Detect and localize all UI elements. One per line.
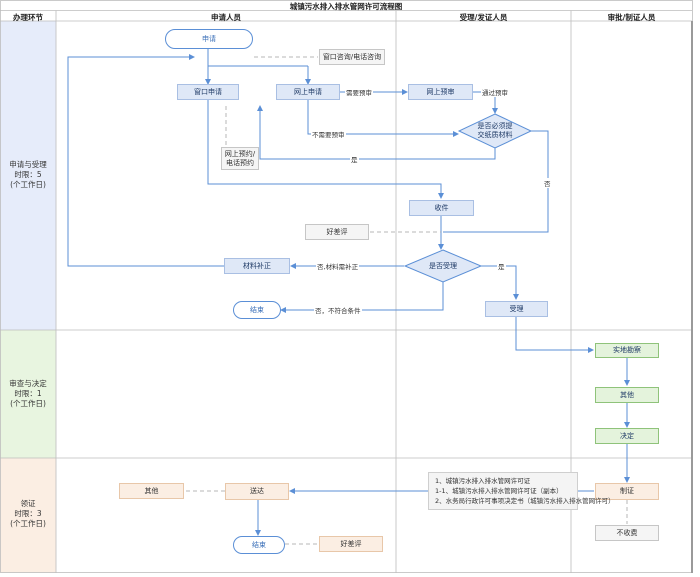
edge-label-not-qualified: 否，不符合条件 [314,305,362,315]
stage-review-decide: 审查与决定 时限：1 (个工作日) [9,379,47,409]
stage-apply-accept: 申请与受理 时限：5 (个工作日) [9,160,47,190]
header-applicant: 申请人员 [211,13,241,22]
node-good-review-1: 好差评 [305,224,369,240]
header-process-stage: 办理环节 [13,13,43,22]
node-accept-check: 是否受理 [429,261,457,270]
dashed-connectors [185,56,628,545]
diagram-title: 城镇污水排入排水管网许可流程图 [289,2,403,11]
connectors [67,49,630,536]
edge-label-no-1: 否 [543,178,552,188]
edge-label-pass-prereview: 通过预审 [481,87,509,97]
node-consult: 窗口咨询/电话咨询 [319,49,385,65]
node-decision: 决定 [595,428,659,444]
node-online-apply: 网上申请 [276,84,340,100]
node-end-1: 结束 [233,301,281,319]
node-good-review-2: 好差评 [319,536,383,552]
node-other-1: 其他 [595,387,659,403]
edge-label-yes-1: 是 [350,154,359,164]
node-no-fee: 不收费 [595,525,659,541]
node-make-certificate: 制证 [595,483,659,500]
node-submit-check: 是否必须提 交纸质材料 [477,122,513,139]
header-approval-staff: 审批/制证人员 [607,13,656,22]
header-acceptance-staff: 受理/发证人员 [459,13,508,22]
node-accept: 受理 [485,301,548,317]
cert-note-line-3: 2、水务局行政许可事项决定书（城镇污水排入排水管网许可） [435,497,615,506]
edge-label-need-correction: 否,材料需补正 [316,261,360,271]
node-end-2: 结束 [233,536,285,554]
edge-label-yes-2: 是 [497,261,506,271]
node-deliver: 送达 [225,483,289,500]
cert-note-line-1: 1、城镇污水排入排水管网许可证 [435,477,531,485]
stage2-band [0,330,56,458]
node-apply: 申请 [165,29,253,49]
stage3-band [0,458,56,573]
stage1-band [0,21,56,330]
node-online-appointment: 网上预约/ 电话预约 [221,147,259,170]
edge-label-need-prereview: 需要预审 [345,87,373,97]
node-online-prereview: 网上预审 [408,84,473,100]
node-window-apply: 窗口申请 [177,84,239,100]
node-material-correction: 材料补正 [224,258,290,274]
edge-label-no-prereview: 不需要预审 [311,129,346,139]
certificate-list-note: 1、城镇污水排入排水管网许可证 1-1、城镇污水排入排水管网许可证（副本） 2、… [428,472,615,511]
node-other-2: 其他 [119,483,184,499]
node-site-survey: 实地勘察 [595,343,659,358]
stage-collect-license: 领证 时限：3 (个工作日) [10,499,46,529]
node-receive: 收件 [409,200,474,216]
cert-note-line-2: 1-1、城镇污水排入排水管网许可证（副本） [435,487,563,496]
